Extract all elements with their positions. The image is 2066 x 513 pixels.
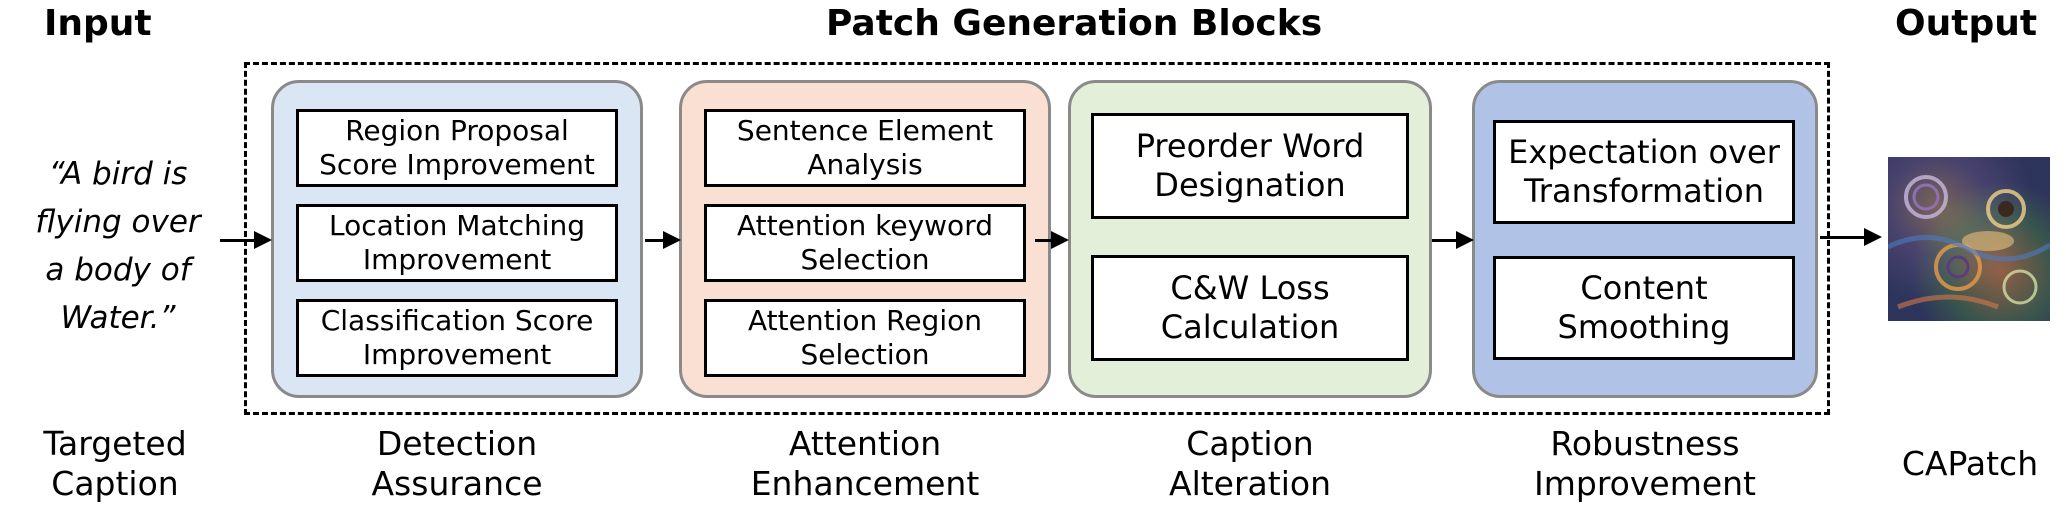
capatch-label: CAPatch	[1901, 444, 2039, 483]
input-line: flying over	[35, 204, 201, 240]
attention-region-box: Attention Region Selection	[704, 299, 1026, 377]
caption-line: Caption	[1186, 424, 1314, 463]
caption-line: Attention	[788, 424, 942, 463]
caption-line: Improvement	[1534, 464, 1756, 503]
preorder-word-box: Preorder Word Designation	[1091, 113, 1409, 219]
arrow-block2-to-block3	[1035, 231, 1069, 249]
detection-assurance-label: Detection Assurance	[331, 424, 583, 504]
classification-score-box: Classification Score Improvement	[296, 299, 618, 377]
caption-line: Assurance	[371, 464, 543, 503]
patch-texture-icon	[1886, 157, 2052, 321]
input-line: “A bird is	[48, 156, 188, 192]
adversarial-patch-image	[1886, 157, 2052, 321]
robustness-improvement-block: Expectation over Transformation Content …	[1472, 80, 1818, 398]
attention-enhancement-block: Sentence Element Analysis Attention keyw…	[679, 80, 1051, 398]
arrow-to-output	[1820, 228, 1882, 246]
caption-alteration-block: Preorder Word Designation C&W Loss Calcu…	[1068, 80, 1432, 398]
caption-line: Targeted	[43, 424, 187, 463]
location-matching-box: Location Matching Improvement	[296, 204, 618, 282]
arrow-input-to-block1	[220, 231, 272, 249]
caption-line: Detection	[376, 424, 538, 463]
attention-keyword-box: Attention keyword Selection	[704, 204, 1026, 282]
input-line: a body of	[45, 252, 191, 288]
region-proposal-box: Region Proposal Score Improvement	[296, 109, 618, 187]
patch-blocks-heading: Patch Generation Blocks	[826, 3, 1323, 44]
targeted-caption-label: Targeted Caption	[20, 424, 210, 504]
cw-loss-box: C&W Loss Calculation	[1091, 255, 1409, 361]
caption-alteration-label: Caption Alteration	[1120, 424, 1380, 504]
input-caption-text: “A bird is flying over a body of Water.”	[18, 150, 218, 342]
expectation-over-transformation-box: Expectation over Transformation	[1493, 120, 1795, 224]
caption-line: Enhancement	[750, 464, 980, 503]
caption-line: Caption	[51, 464, 179, 503]
input-line: Water.”	[60, 300, 176, 336]
detection-assurance-block: Region Proposal Score Improvement Locati…	[271, 80, 643, 398]
caption-line: Robustness	[1550, 424, 1740, 463]
sentence-element-box: Sentence Element Analysis	[704, 109, 1026, 187]
caption-line: Alteration	[1169, 464, 1331, 503]
output-heading: Output	[1895, 3, 2038, 44]
input-heading: Input	[44, 3, 152, 44]
content-smoothing-box: Content Smoothing	[1493, 256, 1795, 360]
attention-enhancement-label: Attention Enhancement	[719, 424, 1011, 504]
robustness-improvement-label: Robustness Improvement	[1505, 424, 1785, 504]
arrow-block1-to-block2	[645, 231, 681, 249]
arrow-block3-to-block4	[1432, 231, 1474, 249]
